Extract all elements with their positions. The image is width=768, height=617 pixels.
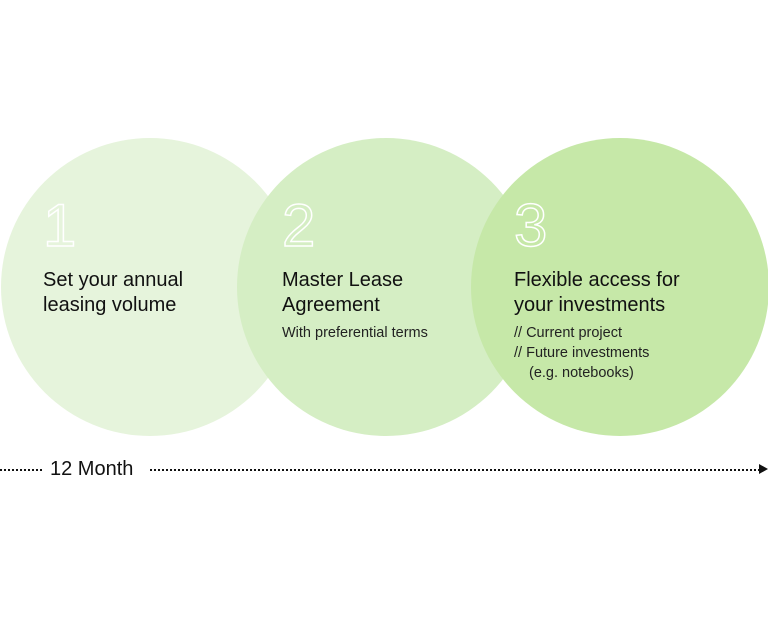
timeline (0, 464, 768, 474)
title-line: your investments (514, 294, 666, 316)
step-number: 1 (42, 192, 77, 259)
title-line: leasing volume (43, 294, 177, 316)
title-line: Agreement (282, 294, 380, 316)
step-number: 3 (513, 192, 548, 259)
step-3-circle (471, 138, 768, 436)
title-line: Master Lease (282, 269, 404, 291)
timeline-label: 12 Month (48, 458, 136, 481)
step-2: 2 Master Lease Agreement With preferenti… (281, 192, 428, 343)
step-number: 2 (281, 192, 316, 259)
title-line: Flexible access for (514, 269, 680, 291)
step-3: 3 Flexible access for your investments /… (513, 192, 680, 383)
title-line: Set your annual (43, 269, 184, 291)
arrow-right-icon (759, 464, 768, 474)
step-title: Flexible access for your investments (514, 268, 680, 318)
step-subtitle: With preferential terms (282, 325, 428, 341)
timeline-dots-left (0, 469, 42, 471)
bullet: // Future investments (514, 345, 650, 361)
step-1: 1 Set your annual leasing volume (42, 192, 183, 318)
step-title: Master Lease Agreement (282, 268, 428, 318)
step-title: Set your annual leasing volume (43, 268, 183, 318)
step-bullets: // Current project // Future investments… (514, 323, 680, 383)
bullet: (e.g. notebooks) (529, 365, 634, 381)
bullet: // Current project (514, 325, 622, 341)
timeline-dots-right (150, 469, 760, 471)
